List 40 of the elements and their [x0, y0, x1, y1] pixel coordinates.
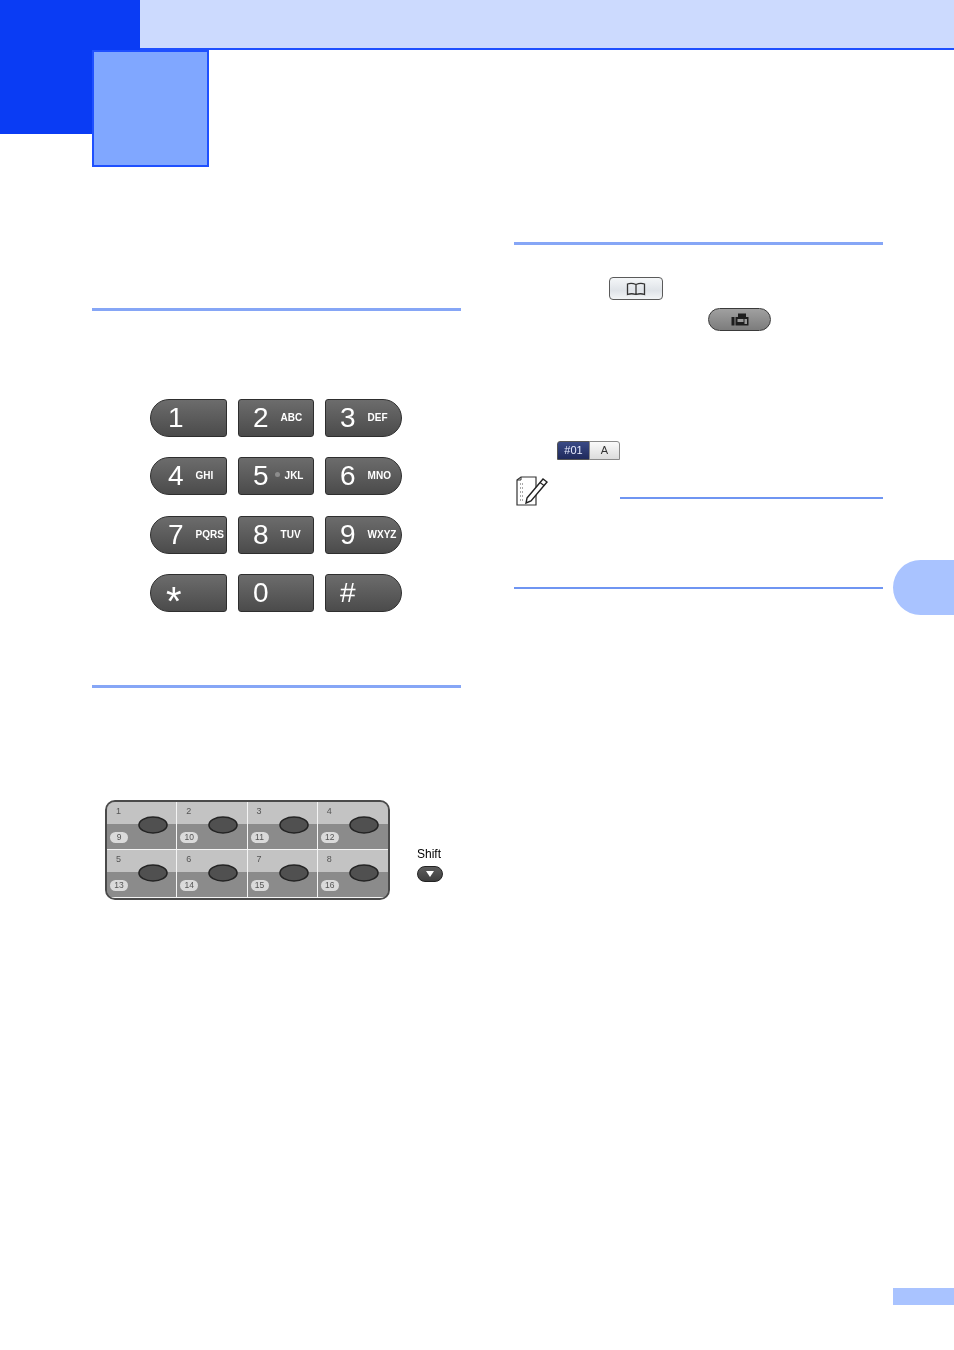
key-number: 7 — [256, 854, 262, 865]
panel-cell — [317, 802, 388, 850]
key-number: 2 — [186, 806, 192, 817]
keypad-key: 9 WXYZ — [325, 516, 402, 554]
number-badge: 14 — [180, 880, 199, 891]
number-badge: 13 — [110, 880, 128, 891]
number-badge: 11 — [250, 832, 269, 843]
panel-cell — [247, 802, 318, 850]
key-number: 1 — [116, 806, 121, 817]
panel-cell — [177, 850, 248, 898]
keypad-key: * — [150, 574, 227, 612]
number-badge: 10 — [180, 832, 199, 843]
key-number: 3 — [256, 806, 262, 817]
keypad-key: 6 MNO — [325, 457, 402, 495]
key-panel — [105, 800, 390, 900]
key-number: 4 — [326, 806, 332, 817]
panel-cell — [247, 850, 318, 898]
panel-cell — [107, 802, 178, 850]
keypad-key: 3 DEF — [325, 399, 402, 437]
mode-tab: A — [589, 441, 620, 460]
panel-cell — [177, 802, 248, 850]
keypad-key: 2 ABC — [238, 399, 314, 437]
number-badge: 15 — [250, 880, 269, 891]
key-number: 5 — [116, 854, 121, 865]
panel-cell — [317, 850, 388, 898]
key-label: Shift — [417, 847, 441, 861]
key-number: 8 — [326, 854, 332, 865]
panel-cell — [107, 850, 178, 898]
keypad-key: 4 GHI — [150, 457, 227, 495]
number-badge: 16 — [320, 880, 339, 891]
keypad-key: 0 — [238, 574, 314, 612]
keypad-key: 5 JKL — [238, 457, 314, 495]
keypad-key: # — [325, 574, 402, 612]
number-badge: 12 — [320, 832, 339, 843]
keypad-key: 1 — [150, 399, 227, 437]
keypad-key: 8 TUV — [238, 516, 314, 554]
key-number: 6 — [186, 854, 192, 865]
keypad-key: 7 PQRS — [150, 516, 227, 554]
mode-tab: #01 — [557, 441, 590, 460]
number-badge: 9 — [110, 832, 128, 843]
